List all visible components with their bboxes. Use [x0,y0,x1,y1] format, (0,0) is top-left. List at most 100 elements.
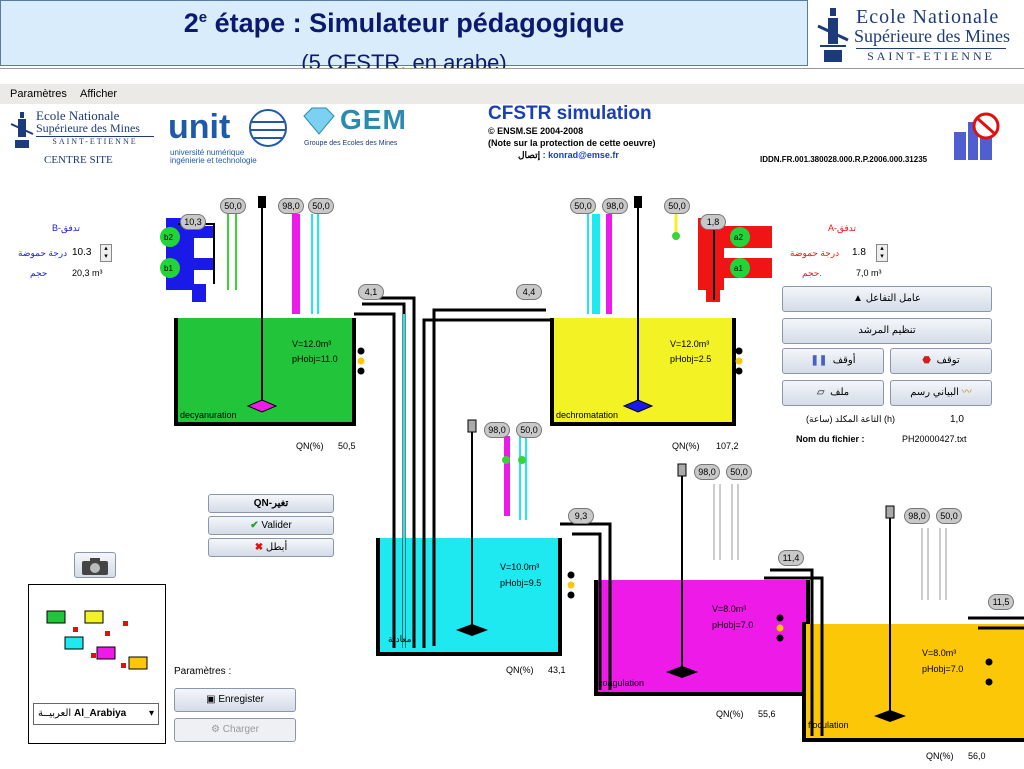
tank1-name: decyanuration [180,410,237,420]
monitor-button[interactable]: تنظيم المرشد [782,318,992,344]
tank2-name: dechromatation [556,410,619,420]
tank4-volume: V=8.0m³ [712,604,747,614]
miner-figure-icon [10,112,34,148]
feed-a-ph-label: درجة حموضة [790,248,840,258]
load-button[interactable]: ⚙ Charger [174,718,296,742]
tank3-ph-target: pHobj=9.5 [500,578,542,588]
graph-button[interactable]: البياني رسم 〰 [890,380,992,406]
pump-a1[interactable]: a1 [734,264,743,273]
flask-icon: ▲ [853,293,863,304]
tank4-ph-target: pHobj=7.0 [712,620,754,630]
chevron-down-icon: ▾ [148,708,154,719]
file-button[interactable]: ▱ ملف [782,380,884,406]
feed-b-volume-value: 20,3 m³ [72,268,103,278]
slide-header: 2e étape : Simulateur pédagogique (5 CFS… [0,0,1024,75]
tank4-gauge-1: 98,0 [694,464,720,480]
time-value: 1,0 [950,414,964,425]
params-label: Paramètres : [174,666,232,677]
stop-sign-icon: ⬣ [922,355,932,366]
tank5-gauge-2: 50,0 [936,508,962,524]
menu-parametres[interactable]: Paramètres [10,88,67,100]
tank2-ph-target: pHobj=2.5 [670,354,712,364]
tank1-volume: V=12.0m³ [292,339,332,349]
feed-a-ph-spinner[interactable]: ▴▾ [876,244,888,262]
tank4-qn-label: QN(%) [716,709,744,719]
pump-b1[interactable]: b1 [164,264,173,273]
validate-button[interactable]: ✔ Valider [208,516,334,535]
menu-afficher[interactable]: Afficher [80,88,118,100]
time-label: (ساعة) الثاعة المكلد (h) [806,414,896,424]
folder-icon: ▱ [816,387,825,398]
tank1-qn-value: 50,5 [338,441,356,451]
unit-logo: unit université numérique ingénierie et … [168,104,293,166]
overflow-gauge-4: 11,4 [778,550,804,566]
cancel-button[interactable]: ✖ أبطل [208,538,334,557]
overflow-gauge-5: 11,5 [988,594,1014,610]
pause-button[interactable]: ❚❚ أوقف [782,348,884,374]
miner-figure-icon [817,8,849,62]
feed-a-volume-label: حجم. [802,268,822,278]
pump-b2[interactable]: b2 [164,233,173,242]
file-name-label: Nom du fichier : [796,434,865,444]
sim-protection-note[interactable]: (Note sur la protection de cette oeuvre) [488,138,656,148]
sim-contact[interactable]: إتصال : konrad@emse.fr [518,150,619,160]
close-icon: ✖ [254,542,264,553]
qn-change-button[interactable]: QN-تغير [208,494,334,513]
sim-copyright: © ENSM.SE 2004-2008 [488,126,584,136]
tank3-qn-value: 43,1 [548,665,566,675]
tank3-name: معادلة [388,634,412,644]
pause-icon: ❚❚ [810,355,828,366]
iddn-number: IDDN.FR.001.380028.000.R.P.2006.000.3123… [760,155,928,164]
overview-map[interactable]: العربيــة Al_Arabiya ▾ [28,584,166,744]
gem-logo: GEM Groupe des Ecoles des Mines [303,104,407,147]
tank1-ph-target: pHobj=11.0 [292,354,338,364]
feed-b-ph-label: درجة حموضة [18,248,68,258]
tank1-gauge-2: 98,0 [278,198,304,214]
overview-diagram [46,610,148,670]
tank5-ph-target: pHobj=7.0 [922,664,964,674]
diamond-icon [303,107,335,135]
overflow-gauge-2: 4,4 [516,284,542,300]
tank3-qn-label: QN(%) [506,665,534,675]
no-pollution-icon [954,112,1000,160]
camera-button[interactable] [74,552,116,578]
feed-a-label: A-تدفق [828,223,857,233]
tank2-gauge-2: 98,0 [602,198,628,214]
reactor-button[interactable]: ▲ عامل التفاعل [782,286,992,312]
tank1-qn-label: QN(%) [296,441,324,451]
tank2-gauge-1: 50,0 [570,198,596,214]
feed-a-ph-value[interactable]: 1.8 [852,247,866,258]
menu-bar: Paramètres Afficher [0,84,1024,104]
save-button[interactable]: ▣ Enregister [174,688,296,712]
sim-title: CFSTR simulation [488,103,652,124]
language-select[interactable]: العربيــة Al_Arabiya ▾ [33,703,159,725]
tank4-gauge-2: 50,0 [726,464,752,480]
tank1-gauge-3: 50,0 [308,198,334,214]
feed-b-volume-label: حجم [30,268,48,278]
tank2-qn-value: 107,2 [716,441,739,451]
camera-icon [82,558,108,575]
overflow-gauge-1: 4,1 [358,284,384,300]
stop-button[interactable]: ⬣ توقف [890,348,992,374]
title-box [0,0,808,66]
floppy-disk-icon: ▣ [206,694,216,705]
feed-a-volume-value: 7,0 m³ [856,268,882,278]
feed-b-ph-spinner[interactable]: ▴▾ [100,244,112,262]
load-icon: ⚙ [211,724,221,735]
slide-title: 2e étape : Simulateur pédagogique [183,8,625,38]
emse-logo: Ecole Nationale Supérieure des Mines SAI… [812,2,1022,66]
feed-b-ph-value[interactable]: 10.3 [72,247,92,258]
feed-a-gauge: 1,8 [700,214,726,230]
tank2-volume: V=12.0m³ [670,339,710,349]
overflow-gauge-3: 9,3 [568,508,594,524]
chart-icon: 〰 [961,387,972,398]
tank3-gauge-2: 50,0 [516,422,542,438]
tank4-name: coagulation [598,678,645,688]
globe-icon [249,109,287,147]
pump-a2[interactable]: a2 [734,233,743,242]
check-icon: ✔ [250,520,259,531]
emse-app-logo: Ecole Nationale Supérieure des Mines SAI… [8,108,158,168]
tank2-gauge-3: 50,0 [664,198,690,214]
file-name-value: PH20000427.txt [902,434,967,444]
